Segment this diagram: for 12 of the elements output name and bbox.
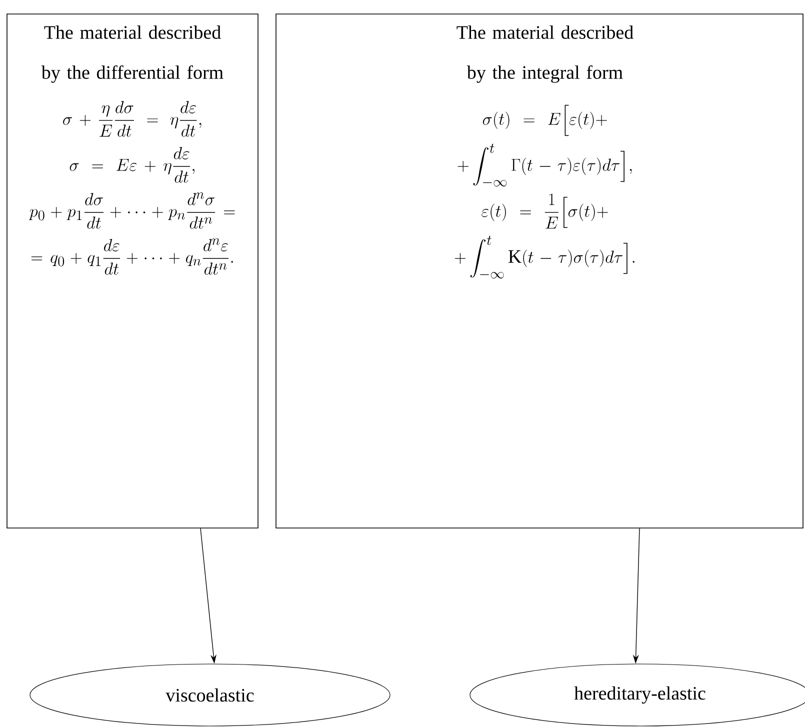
formula: $p_0+p_1\frac{d\sigma}{dt}+\dots+p_n\frac{d^n\sigma}{dt^n}=$ bbox=[28, 192, 235, 229]
formula: $=q_0+q_1\frac{d\varepsilon}{dt}+\dots+q_n\frac{d^n\varepsilon}{dt^n}.$ bbox=[31, 238, 233, 275]
text-box bbox=[6, 14, 258, 528]
formula: $\varepsilon(t)=\frac{1}{E}\Big[\sigma(t)+$ bbox=[482, 194, 608, 229]
heading-text: The material described by the integral form bbox=[456, 26, 634, 83]
formula: $+\int_{-\infty}^{t}\mathrm{K}(t-\tau)\sigma(\tau)d\tau\Big].$ bbox=[454, 236, 634, 278]
formula: $\sigma=E\varepsilon+\eta\frac{d\varepsilon}{dt},$ bbox=[70, 147, 194, 183]
formula: $+\int_{-\infty}^{t}\Gamma(t-\tau)\varepsilon(\tau)d\tau\Big],$ bbox=[458, 144, 632, 186]
formula: $\sigma(t)=E\Big[\varepsilon(t)+$ bbox=[482, 104, 607, 136]
heading-text: The material described by the differential form bbox=[41, 26, 224, 83]
formula: $\sigma+\frac{\eta}{E}\frac{d\sigma}{dt}=\eta\frac{d\varepsilon}{dt},$ bbox=[63, 101, 202, 137]
text-box bbox=[276, 14, 804, 528]
